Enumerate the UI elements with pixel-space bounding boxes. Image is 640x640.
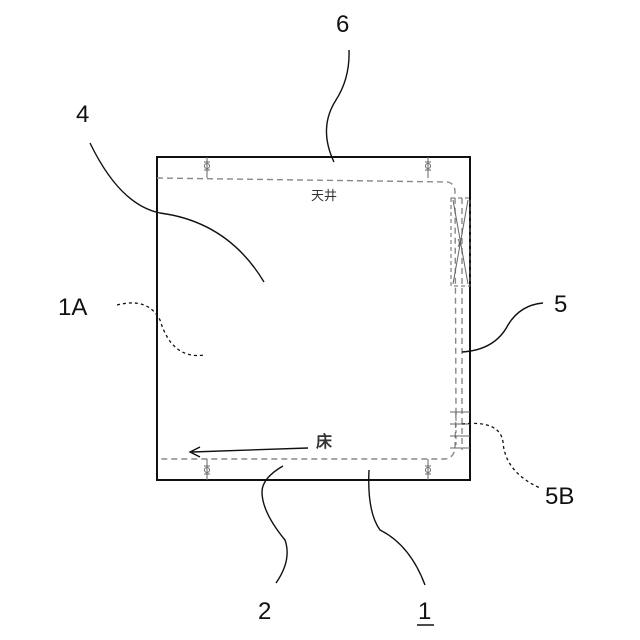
leader-6	[326, 50, 349, 162]
leader-5b	[462, 423, 540, 488]
ref-1a-label: 1A	[58, 294, 87, 321]
leader-5	[462, 303, 543, 352]
ref-5-label: 5	[554, 291, 567, 318]
bottom-left-clip	[204, 459, 210, 480]
top-right-clip	[425, 157, 431, 178]
upper-side-fitting: )	[451, 198, 470, 286]
inner-dashed-outline	[157, 178, 456, 459]
floor-label: 床	[316, 432, 333, 451]
leader-4	[90, 143, 264, 282]
ref-4-label: 4	[76, 101, 89, 128]
lower-side-fitting	[450, 412, 470, 448]
ceiling-label: 天井	[311, 189, 337, 204]
leader-2	[262, 466, 287, 583]
bottom-right-clip	[425, 459, 431, 480]
ref-6-label: 6	[336, 11, 349, 38]
top-left-clip	[204, 157, 210, 178]
ref-1-label: 1	[418, 598, 431, 625]
svg-text:): )	[457, 239, 461, 249]
leader-1	[369, 470, 425, 585]
ref-5b-label: 5B	[545, 483, 574, 510]
floor-arrow-line	[192, 448, 308, 452]
ref-2-label: 2	[258, 598, 271, 625]
outer-box-frame	[157, 157, 470, 480]
leader-1a	[117, 303, 205, 356]
